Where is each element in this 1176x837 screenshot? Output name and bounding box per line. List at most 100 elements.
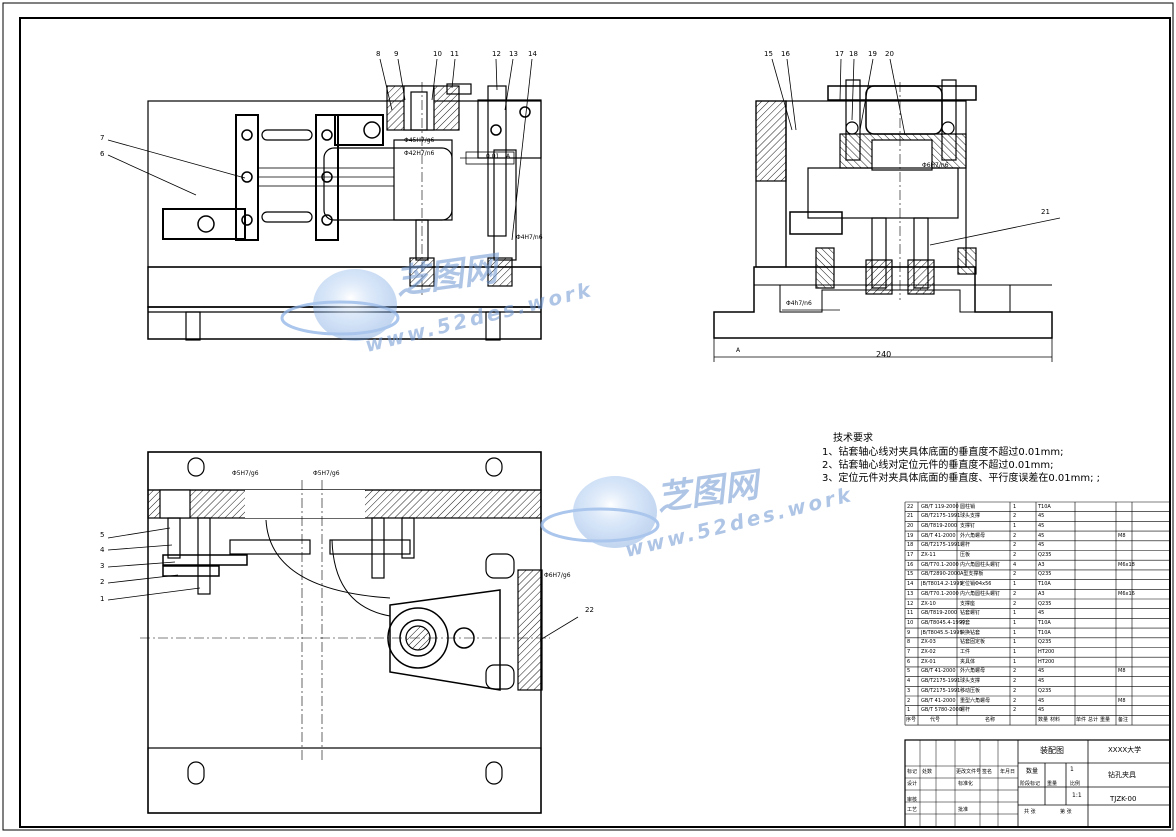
bom-cell: M6x18: [1118, 561, 1135, 568]
bom-cell: T10A: [1038, 619, 1051, 626]
bom-cell: 球头支撑: [960, 513, 981, 520]
bom-item-number: 18: [907, 542, 914, 549]
bom-cell: 钻套螺钉: [960, 610, 981, 617]
bom-cell: 外六角螺母: [960, 532, 986, 539]
bom-cell: 外六角螺母: [960, 668, 986, 675]
bom-cell: T10A: [1038, 581, 1051, 588]
bom-item-number: 7: [907, 649, 911, 655]
bom-cell: ZX-03: [921, 639, 936, 646]
quantity-label: 数量: [1026, 768, 1039, 775]
quantity-value: 1: [1070, 766, 1074, 773]
dimension-label: Φ5H7/g6: [232, 470, 259, 477]
bom-cell: 2: [1013, 532, 1017, 539]
sheet-no: 第 张: [1060, 809, 1072, 815]
dimension-label: Φ45H7/g6: [404, 137, 435, 144]
bom-cell: GB/T819-2000: [921, 610, 958, 617]
part-callout: 8: [376, 50, 381, 58]
part-callout: 18: [849, 50, 858, 58]
bom-cell: 45: [1038, 668, 1045, 675]
bom-cell: 螺杆: [960, 542, 971, 549]
zone-label: 更改文件号: [956, 769, 982, 775]
bom-item-number: 2: [907, 697, 911, 704]
part-callout: 17: [835, 50, 844, 58]
bom-item-number: 4: [907, 678, 911, 685]
bom-cell: 1: [1013, 610, 1017, 617]
bom-item-number: 20: [907, 522, 914, 529]
bom-header-cell: 单件: [1076, 717, 1087, 724]
bom-cell: 4: [1013, 561, 1017, 568]
bom-cell: GB/T2175-1991: [921, 678, 961, 685]
dimension-label: Φ4H7/n6: [516, 234, 543, 241]
bom-item-number: 11: [907, 610, 914, 617]
bom-cell: 螺杆: [960, 707, 971, 714]
bom-cell: 45: [1038, 678, 1045, 685]
part-callout: 19: [868, 50, 877, 58]
dimension-label: 240: [876, 350, 892, 359]
bom-cell: JB/T8014.2-1999: [921, 581, 963, 588]
watermark-globe: [280, 269, 660, 548]
bom-cell: HT200: [1038, 649, 1055, 655]
dimension-label: A: [736, 347, 741, 354]
bom-header-cell: 材料: [1050, 717, 1061, 724]
part-callout: 15: [764, 50, 773, 58]
bom-item-number: 16: [907, 561, 914, 568]
bom-cell: 移动压板: [960, 687, 981, 694]
part-callout: 21: [1041, 208, 1050, 216]
bom-cell: GB/T2175-1991: [921, 542, 961, 549]
bom-item-number: 5: [907, 668, 911, 675]
process-label: 工艺: [907, 807, 918, 813]
bom-cell: 2: [1013, 600, 1017, 607]
bom-cell: JB/T8045.5-1999: [921, 629, 963, 636]
part-callout: 6: [100, 150, 105, 158]
bom-cell: 45: [1038, 522, 1045, 529]
bom-item-number: 22: [907, 503, 914, 510]
part-callout: 1: [100, 595, 105, 603]
part-callout: 12: [492, 50, 501, 58]
sheet-total: 共 张: [1024, 809, 1036, 815]
bom-cell: M8: [1118, 668, 1126, 675]
bom-item-number: 12: [907, 600, 914, 607]
bom-cell: 圆柱销: [960, 503, 976, 510]
bom-table: [904, 501, 1171, 726]
part-callout: 14: [528, 50, 537, 58]
bom-cell: 2: [1013, 668, 1017, 675]
bom-cell: HT200: [1038, 658, 1055, 665]
bom-cell: GB/T 41-2000: [921, 697, 956, 704]
bom-cell: GB/T70.1-2000: [921, 561, 959, 568]
bom-cell: 内六角圆柱头螺钉: [960, 561, 1001, 568]
bom-cell: 2: [1013, 697, 1017, 704]
bom-cell: 球头支撑: [960, 678, 981, 685]
part-callout: 2: [100, 578, 105, 586]
stage-label: 阶段标记: [1020, 781, 1041, 787]
bom-cell: 支撑钉: [960, 522, 976, 529]
bom-cell: 工件: [960, 649, 971, 655]
bom-header-cell: 数量: [1038, 717, 1049, 724]
bom-item-number: 19: [907, 532, 914, 539]
inner-frame: [19, 17, 1171, 828]
bom-cell: 2: [1013, 571, 1017, 578]
bom-header-cell: 名称: [985, 717, 996, 724]
tech-req-title: 技术要求: [833, 433, 873, 444]
review-label: 审核: [907, 797, 918, 803]
bom-cell: 1: [1013, 503, 1017, 510]
part-callout: 10: [433, 50, 442, 58]
mark-label: 标记: [907, 769, 918, 775]
bom-cell: Q235: [1038, 687, 1052, 694]
bom-cell: 定位销Φ4x56: [960, 581, 992, 588]
bom-item-number: 6: [907, 658, 911, 665]
bom-cell: 1: [1013, 619, 1017, 626]
bom-cell: M6x16: [1118, 590, 1135, 597]
bom-cell: T10A: [1038, 629, 1051, 636]
bom-header-cell: 总计: [1088, 717, 1099, 724]
part-callout: 4: [100, 546, 105, 554]
bom-cell: A3: [1038, 561, 1045, 568]
bom-cell: 1: [1013, 658, 1017, 665]
bom-cell: 45: [1038, 542, 1045, 549]
part-callout: 11: [450, 50, 459, 58]
part-callout: 5: [100, 531, 105, 539]
bom-item-number: 13: [907, 590, 914, 597]
dimension-label: A: [506, 153, 511, 160]
